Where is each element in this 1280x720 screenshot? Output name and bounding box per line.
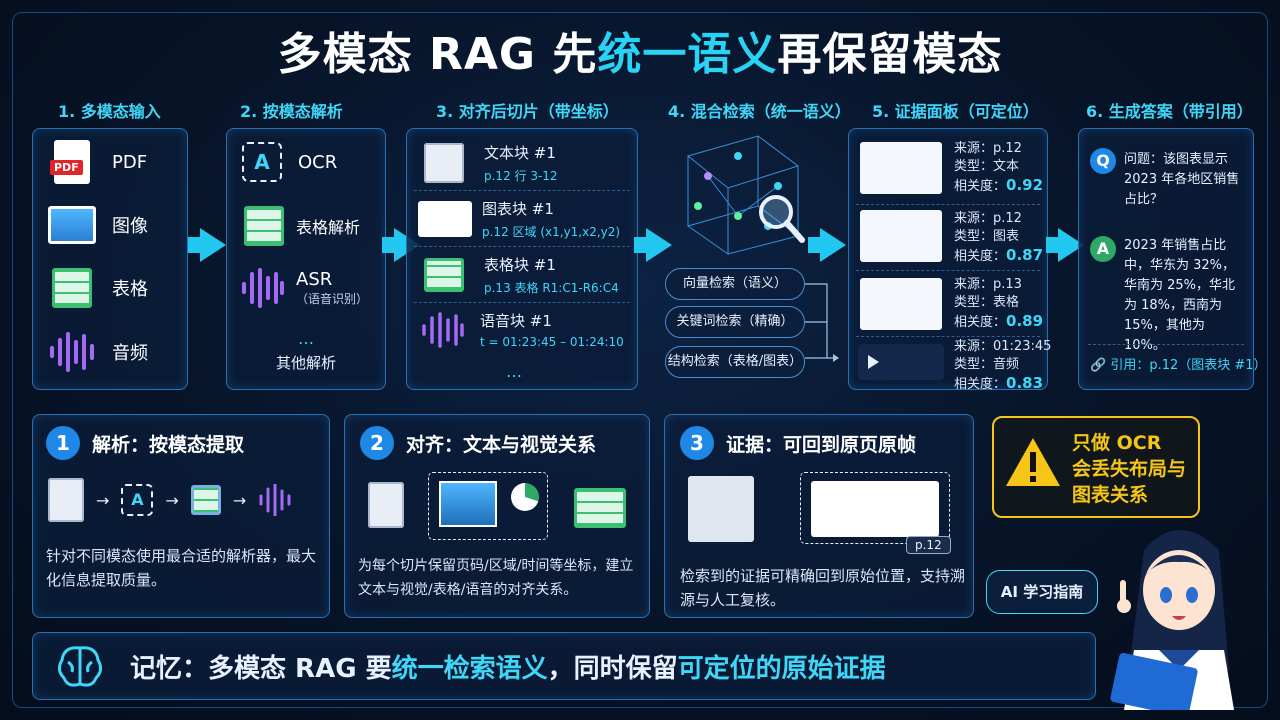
asr-wave-icon [242, 268, 284, 308]
table-icon [52, 268, 92, 308]
answer-text: 2023 年销售占比中，华东为 32%，华南为 25%，华北为 18%，西南为 … [1124, 238, 1236, 353]
step-6-heading: 6. 生成答案（带引用） [1086, 102, 1253, 121]
flow-arrow-4 [808, 228, 846, 262]
image-icon [48, 206, 96, 244]
evidence-chart-thumb [860, 210, 942, 262]
step-3-heading: 3. 对齐后切片（带坐标） [436, 102, 619, 121]
vector-cube-graph [686, 135, 800, 255]
chunk-table: 表格块 #1 p.13 表格 R1:C1-R6:C4 [424, 254, 619, 296]
card-1-desc: 针对不同模态使用最合适的解析器，最大化信息提取质量。 [46, 547, 317, 589]
chunk-audio: 语音块 #1 t = 01:23:45 – 01:24:10 [420, 310, 624, 349]
input-pdf: PDF PDF [50, 140, 147, 184]
audio-wave-icon [50, 332, 94, 372]
vector-search-button[interactable]: 向量检索（语义） [665, 268, 805, 300]
memo-text: 记忆：多模态 RAG 要统一检索语义，同时保留可定位的原始证据 [130, 654, 886, 684]
align-doc-icon [368, 482, 404, 528]
ocr-icon: A [242, 142, 282, 182]
citation[interactable]: 🔗 引用：p.12（图表块 #1） [1090, 358, 1267, 373]
grid-icon [190, 485, 221, 515]
card-3-number: 3 [680, 426, 714, 460]
source-chart-thumb [811, 481, 939, 537]
outer-frame [12, 12, 1268, 708]
evidence-table-thumb [860, 278, 942, 330]
step-5-heading: 5. 证据面板（可定位） [872, 102, 1039, 121]
align-image-icon [439, 481, 497, 527]
ocr-small-icon: A [121, 484, 154, 516]
parser-other: … 其他解析 [275, 329, 336, 373]
magnifier-icon [759, 195, 805, 243]
align-table-icon [574, 488, 626, 528]
input-image: 图像 [48, 206, 148, 244]
mascot-character [1110, 530, 1234, 710]
page-tag: p.12 [906, 536, 951, 554]
parser-ocr: A OCR [242, 142, 337, 182]
retrieval-connectors [805, 283, 839, 362]
brain-icon [57, 646, 103, 687]
flow-arrow-1 [188, 228, 226, 262]
text-doc-icon [424, 143, 464, 183]
step-2-heading: 2. 按模态解析 [240, 102, 343, 121]
input-audio: 音频 [48, 332, 148, 372]
doc-icon [48, 478, 84, 522]
input-table: 表格 [52, 268, 148, 308]
chunk-text: 文本块 #1 p.12 行 3-12 [424, 142, 558, 184]
card-2-desc: 为每个切片保留页码/区域/时间等坐标，建立文本与视觉/表格/语音的对齐关系。 [358, 558, 634, 598]
structure-search-button[interactable]: 结构检索（表格/图表） [665, 346, 805, 378]
table-parse-icon [244, 206, 284, 246]
flow-arrow-3 [634, 228, 672, 262]
chart-thumb-icon [418, 201, 472, 237]
card-1-title: 解析：按模态提取 [92, 434, 245, 456]
link-icon: 🔗 [1090, 358, 1107, 373]
guide-bubble: AI 学习指南 [986, 570, 1098, 614]
table-chunk-icon [424, 258, 464, 292]
parser-table: 表格解析 [244, 206, 360, 246]
question-badge: Q [1090, 148, 1116, 174]
source-page-icon [688, 476, 754, 542]
audio-player[interactable] [858, 344, 944, 380]
question-text: 问题：该图表显示 2023 年各地区销售占比？ [1124, 152, 1240, 207]
step-1-heading: 1. 多模态输入 [58, 102, 161, 121]
chunks-more: … [506, 362, 522, 381]
card-3-desc: 检索到的证据可精确回到原始位置，支持溯源与人工复核。 [680, 567, 966, 609]
parse-flow-icons: → A → → [48, 478, 292, 522]
source-locate-box [800, 472, 950, 544]
page-title: 多模态 RAG 先统一语义再保留模态 [277, 29, 1003, 80]
chunk-chart: 图表块 #1 p.12 区域 (x1,y1,x2,y2) [418, 198, 620, 240]
play-icon[interactable] [868, 355, 879, 369]
align-pie-icon [511, 483, 539, 511]
card-3-title: 证据：可回到原页原帧 [726, 434, 917, 456]
card-2-title: 对齐：文本与视觉关系 [406, 434, 597, 456]
audio-chunk-icon [422, 311, 464, 348]
align-visual-box [428, 472, 548, 540]
parser-panel [226, 128, 386, 390]
parser-asr: ASR （语音识别） [240, 268, 368, 308]
evidence-text-thumb [860, 142, 942, 194]
memo-bar [32, 632, 1096, 700]
warning-icon [1006, 438, 1060, 486]
pdf-icon: PDF [50, 140, 90, 184]
step-4-heading: 4. 混合检索（统一语义） [668, 102, 851, 121]
answer-badge: A [1090, 236, 1116, 262]
wave-small-icon [259, 484, 291, 516]
keyword-search-button[interactable]: 关键词检索（精确） [665, 306, 805, 338]
card-2-number: 2 [360, 426, 394, 460]
card-1-number: 1 [46, 426, 80, 460]
